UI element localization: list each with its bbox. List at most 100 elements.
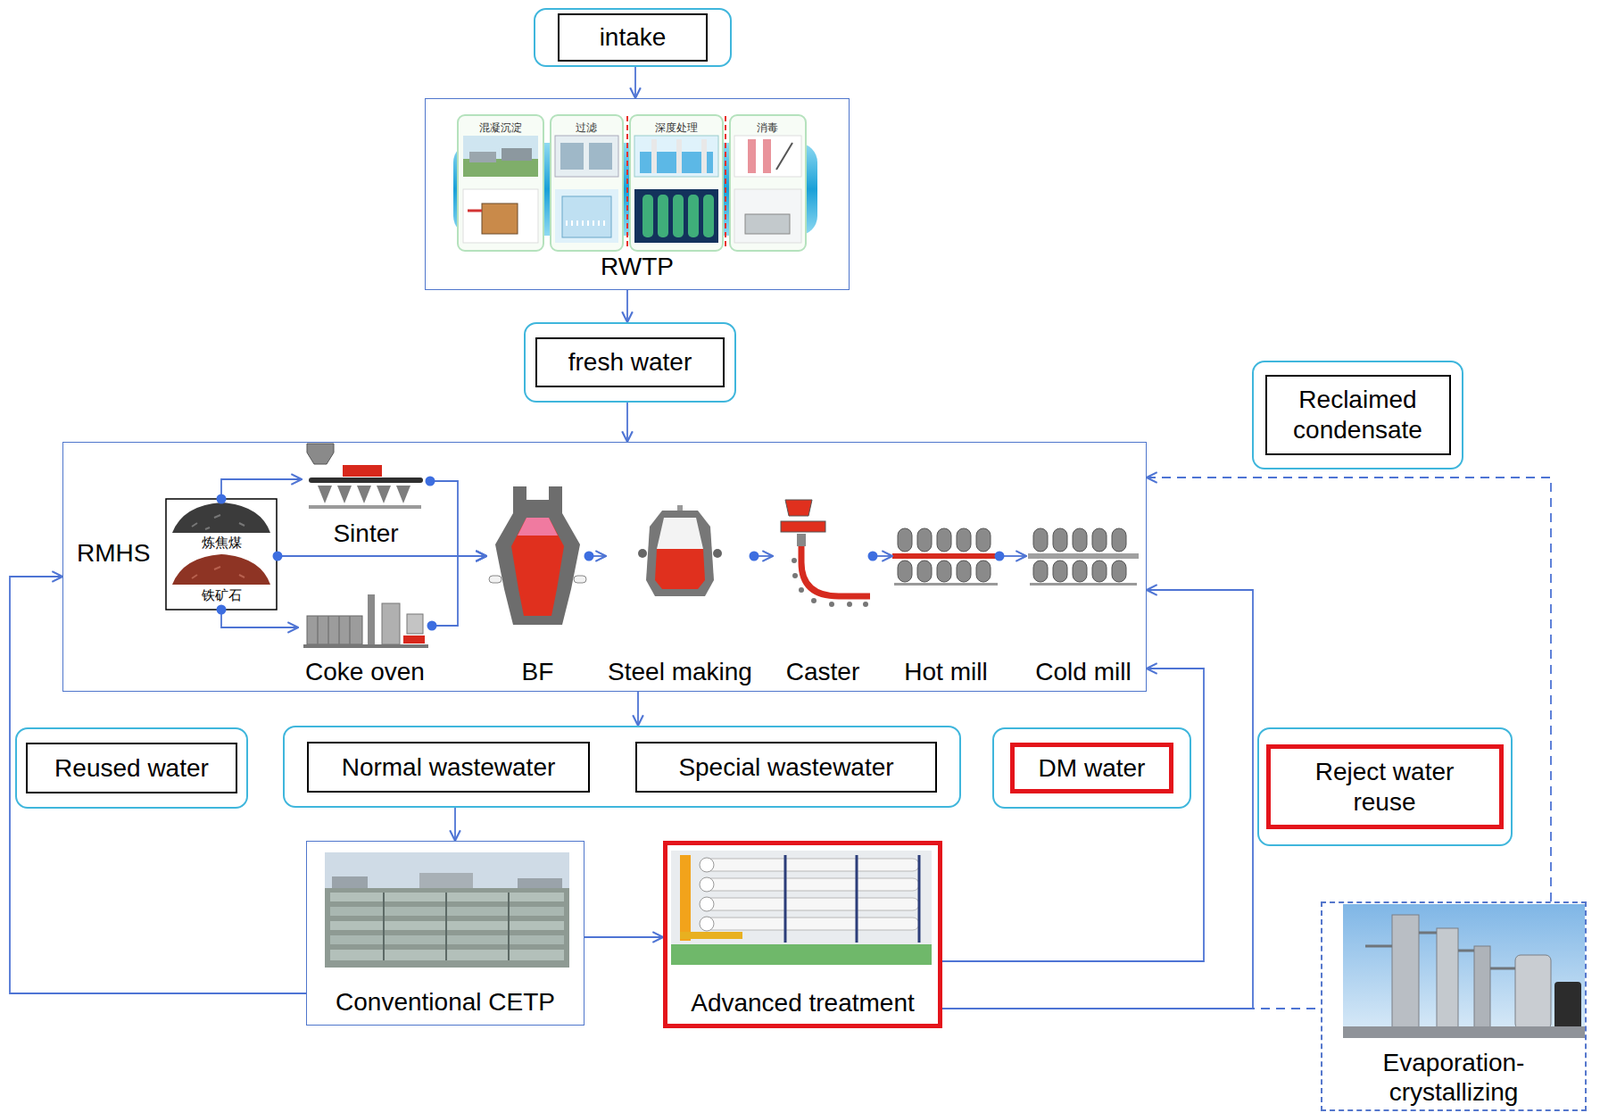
photo-ground <box>324 887 570 968</box>
water-flow <box>634 66 637 99</box>
water-flow <box>626 290 629 323</box>
tank <box>1515 954 1551 1029</box>
furnace-shell <box>495 486 581 625</box>
photo-building <box>331 876 368 888</box>
chimney <box>367 594 375 645</box>
stage-divider <box>724 116 727 250</box>
roller <box>862 601 869 607</box>
ore-texture <box>191 566 245 579</box>
clarifier <box>481 203 518 234</box>
tuyere <box>489 575 502 583</box>
roll-stand <box>956 560 971 582</box>
windbox <box>337 485 352 504</box>
photo-frame <box>555 189 619 243</box>
oven-battery <box>306 615 363 645</box>
piping <box>1365 932 1516 969</box>
node-label: DM water <box>1010 742 1175 795</box>
vessel-cap <box>699 896 714 912</box>
photo-tank <box>501 148 532 161</box>
text-slot: 过滤 <box>546 118 627 135</box>
vessel-cap <box>699 877 714 892</box>
material-label: 铁矿石 <box>201 587 242 604</box>
photo-building <box>419 872 473 888</box>
evaporator <box>1436 928 1459 1029</box>
text-slot: 炼焦煤 <box>176 534 266 551</box>
photo-building <box>517 878 563 888</box>
photo-ground <box>1343 1026 1585 1038</box>
text-slot: 深度处理 <box>636 118 717 135</box>
node-label: BF <box>522 656 555 688</box>
connector-group <box>9 66 1551 1009</box>
plant-unit: Caster <box>772 499 873 688</box>
water-flow <box>221 479 302 499</box>
roller <box>811 597 817 604</box>
stage-divider <box>626 116 629 250</box>
strand <box>801 546 871 597</box>
photo-sky <box>1343 903 1585 1038</box>
membrane <box>651 139 657 174</box>
filter-bed <box>560 142 584 170</box>
column <box>688 194 699 238</box>
roll-stand <box>897 560 912 582</box>
node-label: Evaporation- crystallizing <box>1359 1047 1548 1108</box>
node-label: Advanced treatment <box>690 987 915 1019</box>
roller <box>798 587 805 593</box>
junction-dot <box>427 621 438 631</box>
membrane-vessel <box>704 917 920 930</box>
roll-stand <box>976 560 991 582</box>
text-slot: RMHS <box>76 538 163 569</box>
windbox <box>396 485 411 504</box>
furnace-hearth <box>511 517 564 616</box>
roll-stand <box>1072 528 1087 552</box>
strand <box>308 477 423 483</box>
water-stream-tag: Reject water reuse <box>1257 727 1513 846</box>
text-slot: 铁矿石 <box>176 587 266 604</box>
roller <box>791 557 797 564</box>
water-flow <box>637 691 639 726</box>
filter-bed <box>588 142 613 170</box>
roll-stand <box>897 528 912 552</box>
water-flow <box>430 480 487 556</box>
junction-dots <box>216 476 1005 631</box>
photo-ground <box>671 850 932 965</box>
uv-tube <box>747 139 756 174</box>
membrane-vessel <box>704 878 920 891</box>
trunnion <box>712 548 722 558</box>
trunnion <box>638 548 647 558</box>
node-label: fresh water <box>535 337 726 388</box>
roll-stand <box>1033 528 1048 552</box>
vessel-cap <box>699 857 714 872</box>
base <box>308 505 422 509</box>
tundish <box>780 521 826 532</box>
water-stream-tag: intake <box>533 8 732 67</box>
roller <box>846 601 853 607</box>
skid-frame <box>785 854 920 943</box>
tank <box>1554 981 1582 1029</box>
node-label: RWTP <box>600 251 674 282</box>
column <box>703 194 714 238</box>
stage-panel <box>457 115 544 251</box>
plant-unit: Coke oven <box>298 591 432 688</box>
basin-wall <box>383 892 509 961</box>
water-flow <box>942 589 1253 1009</box>
coke-bin <box>406 613 423 634</box>
plant-unit: Cold mill <box>1026 525 1141 688</box>
roll-stand <box>1052 528 1068 552</box>
text-slot: 混凝沉淀 <box>460 118 541 135</box>
stream-box: Special wastewater <box>635 741 937 793</box>
node-label: Reject water reuse <box>1266 744 1504 830</box>
photo-frame <box>734 135 802 177</box>
roll-stand <box>1092 528 1107 552</box>
roller <box>792 572 798 579</box>
membrane-vessel <box>704 858 920 871</box>
node-label: Conventional CETP <box>335 986 556 1018</box>
node-label: Normal wastewater <box>341 752 556 783</box>
tuyere <box>573 575 587 583</box>
stage-panel <box>729 115 806 251</box>
roll-stand <box>917 528 932 552</box>
node-label: Coke oven <box>305 656 425 688</box>
roll-stand <box>936 528 952 552</box>
stage-label: 混凝沉淀 <box>479 121 523 134</box>
mold <box>796 533 806 547</box>
